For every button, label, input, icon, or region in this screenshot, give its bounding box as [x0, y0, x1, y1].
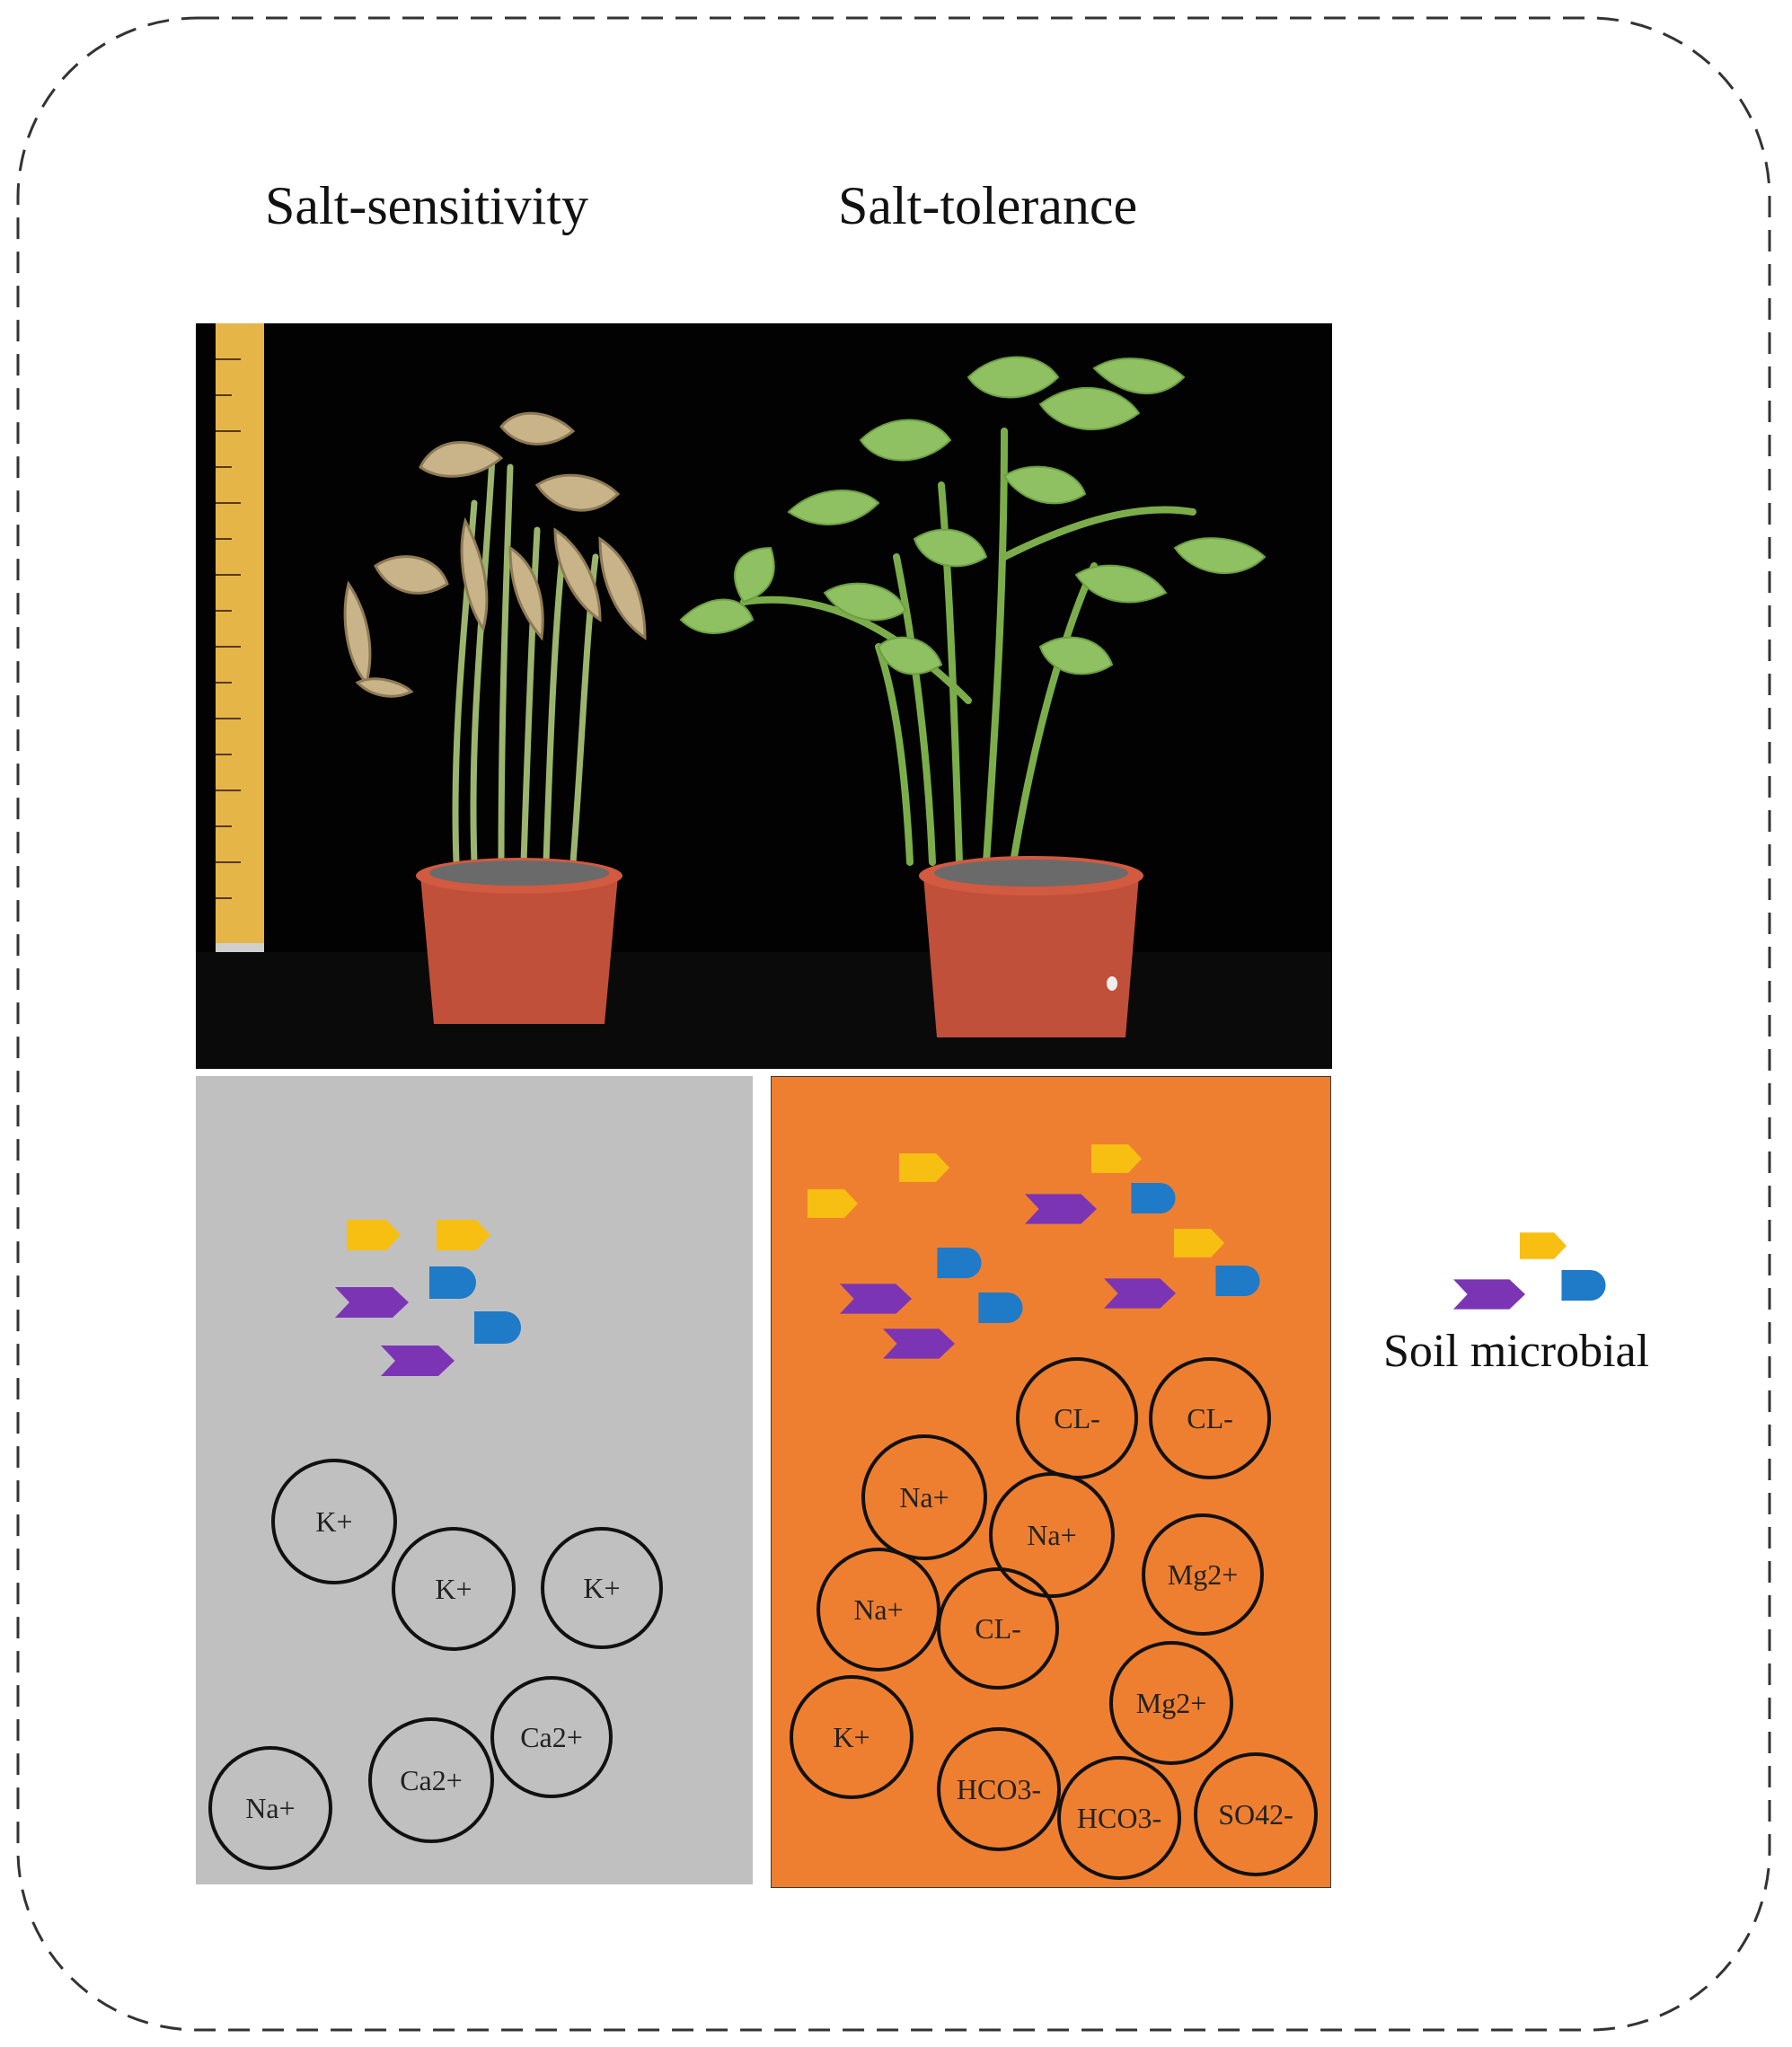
ruler [216, 323, 264, 961]
microbe-purple-icon [883, 1328, 955, 1359]
ion-circle: CL- [937, 1567, 1059, 1690]
microbe-yellow-icon [347, 1220, 401, 1250]
ion-circle: HCO3- [937, 1727, 1061, 1851]
ion-circle: K+ [541, 1527, 663, 1649]
ion-circle: K+ [271, 1459, 397, 1584]
microbe-blue-icon [978, 1293, 1023, 1323]
microbe-yellow-icon [1174, 1229, 1224, 1257]
title-salt-tolerance: Salt-tolerance [838, 176, 1138, 235]
ion-circle: K+ [790, 1675, 914, 1799]
microbe-yellow-icon [808, 1189, 858, 1218]
microbe-blue-icon [429, 1266, 476, 1299]
ion-circle: Na+ [989, 1472, 1115, 1598]
ion-circle: Na+ [817, 1548, 940, 1672]
ion-circle: CL- [1016, 1357, 1138, 1479]
microbe-purple-icon [1104, 1278, 1176, 1309]
ion-circle: Mg2+ [1142, 1513, 1264, 1636]
panel-salt-tolerant: CL- CL- Na+ Na+ Mg2+ Na+ CL- Mg2+ K+ HCO… [771, 1076, 1331, 1888]
ion-circle: Mg2+ [1109, 1641, 1233, 1765]
title-salt-sensitivity: Salt-sensitivity [265, 176, 588, 235]
wilted-plant [343, 411, 647, 1024]
microbe-yellow-icon [1520, 1232, 1567, 1259]
ion-circle: CL- [1149, 1357, 1271, 1479]
microbe-yellow-icon [899, 1153, 949, 1182]
microbe-blue-icon [937, 1248, 982, 1278]
ion-circle: Ca2+ [490, 1676, 613, 1798]
microbe-purple-icon [840, 1284, 912, 1314]
microbe-blue-icon [1215, 1266, 1260, 1296]
ion-circle: HCO3- [1057, 1756, 1181, 1880]
legend-label: Soil microbial [1383, 1326, 1650, 1377]
microbe-purple-icon [1453, 1279, 1525, 1310]
microbe-blue-icon [474, 1311, 521, 1344]
microbe-purple-icon [381, 1346, 455, 1376]
ion-circle: Ca2+ [368, 1717, 494, 1843]
microbe-blue-icon [1561, 1270, 1606, 1301]
panel-salt-sensitive: K+ K+ K+ Ca2+ Ca2+ Na+ [196, 1076, 753, 1884]
microbe-yellow-icon [1091, 1144, 1142, 1173]
microbe-purple-icon [1025, 1194, 1097, 1224]
ion-circle: Na+ [208, 1746, 332, 1870]
plant-photo [196, 323, 1332, 1069]
ion-circle: K+ [392, 1527, 516, 1651]
healthy-plant [679, 356, 1267, 1037]
ion-circle: SO42- [1194, 1752, 1318, 1876]
microbe-yellow-icon [437, 1220, 490, 1250]
microbe-blue-icon [1131, 1183, 1176, 1213]
microbe-purple-icon [335, 1287, 409, 1318]
ion-circle: Na+ [861, 1434, 987, 1560]
